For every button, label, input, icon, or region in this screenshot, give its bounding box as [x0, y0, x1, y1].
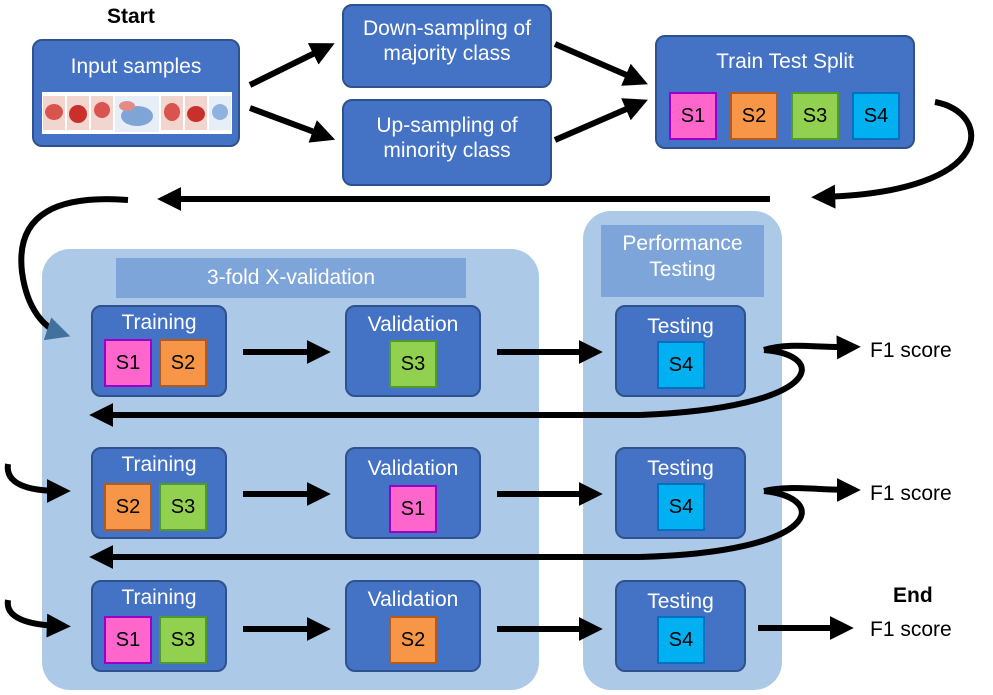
- upsampling-title: Up-sampling of minority class: [376, 114, 518, 163]
- arrow-entry-1: [18, 196, 129, 341]
- arrow-upsampling-to-split: [553, 98, 648, 143]
- training-subset-s1: S1: [104, 616, 152, 664]
- testing-label: Testing: [647, 590, 714, 613]
- validation-subset-s1: S1: [389, 485, 437, 533]
- validation-box-fold-2: Validation S1: [345, 447, 481, 539]
- arrow-loop-1: [639, 347, 805, 418]
- validation-box-fold-3: Validation S2: [345, 580, 481, 672]
- start-label: Start: [107, 5, 155, 28]
- arrow-loop-2: [639, 488, 805, 560]
- f1-score-label-fold-2: F1 score: [870, 482, 952, 505]
- validation-label: Validation: [367, 313, 459, 336]
- testing-box-fold-3: Testing S4: [615, 580, 746, 672]
- training-box-fold-1: Training S1 S2: [91, 305, 227, 397]
- arrow-split-curve: [811, 99, 975, 209]
- downsampling-title: Down-sampling of majority class: [362, 17, 532, 66]
- validation-label: Validation: [367, 588, 459, 611]
- arrow-input-to-upsampling: [248, 105, 336, 143]
- testing-subset-s4: S4: [657, 483, 705, 531]
- arrow-downsampling-to-split: [553, 41, 648, 86]
- split-subset-s2: S2: [730, 92, 778, 140]
- train-test-split-box: Train Test Split S1 S2 S3 S4: [655, 35, 915, 149]
- train-test-split-title: Train Test Split: [716, 50, 854, 73]
- validation-subset-s2: S2: [389, 616, 437, 664]
- xvalidation-title: 3-fold X-validation: [116, 258, 466, 298]
- training-subset-s2: S2: [159, 339, 207, 387]
- training-box-fold-3: Training S1 S3: [91, 580, 227, 672]
- training-subset-s3: S3: [159, 483, 207, 531]
- split-subset-s4: S4: [852, 92, 900, 140]
- training-label: Training: [121, 311, 197, 334]
- downsampling-box: Down-sampling of majority class: [342, 4, 552, 88]
- upsampling-box: Up-sampling of minority class: [342, 99, 552, 186]
- arrow-entry-3: [4, 599, 71, 638]
- arrow-input-to-downsampling: [248, 43, 335, 88]
- split-subset-s1: S1: [669, 92, 717, 140]
- testing-subset-s4: S4: [657, 616, 705, 664]
- training-subset-s2: S2: [104, 483, 152, 531]
- input-samples-title: Input samples: [70, 55, 202, 78]
- training-label: Training: [121, 586, 197, 609]
- training-subset-s1: S1: [104, 339, 152, 387]
- f1-score-label-fold-1: F1 score: [870, 339, 952, 362]
- validation-label: Validation: [367, 457, 459, 480]
- arrow-entry-2: [4, 463, 71, 503]
- performance-title: Performance Testing: [601, 225, 764, 297]
- training-label: Training: [121, 453, 197, 476]
- sample-thumbnail: [42, 92, 232, 134]
- input-samples-box: Input samples: [32, 39, 240, 147]
- f1-score-label-fold-3: F1 score: [870, 618, 952, 641]
- training-box-fold-2: Training S2 S3: [91, 447, 227, 539]
- training-subset-s3: S3: [159, 616, 207, 664]
- testing-box-fold-2: Testing S4: [615, 447, 746, 539]
- validation-box-fold-1: Validation S3: [345, 305, 481, 397]
- testing-subset-s4: S4: [657, 341, 705, 389]
- validation-subset-s3: S3: [389, 340, 437, 388]
- split-subset-s3: S3: [791, 92, 839, 140]
- end-label: End: [893, 584, 933, 607]
- testing-box-fold-1: Testing S4: [615, 305, 746, 397]
- testing-label: Testing: [647, 315, 714, 338]
- testing-label: Testing: [647, 457, 714, 480]
